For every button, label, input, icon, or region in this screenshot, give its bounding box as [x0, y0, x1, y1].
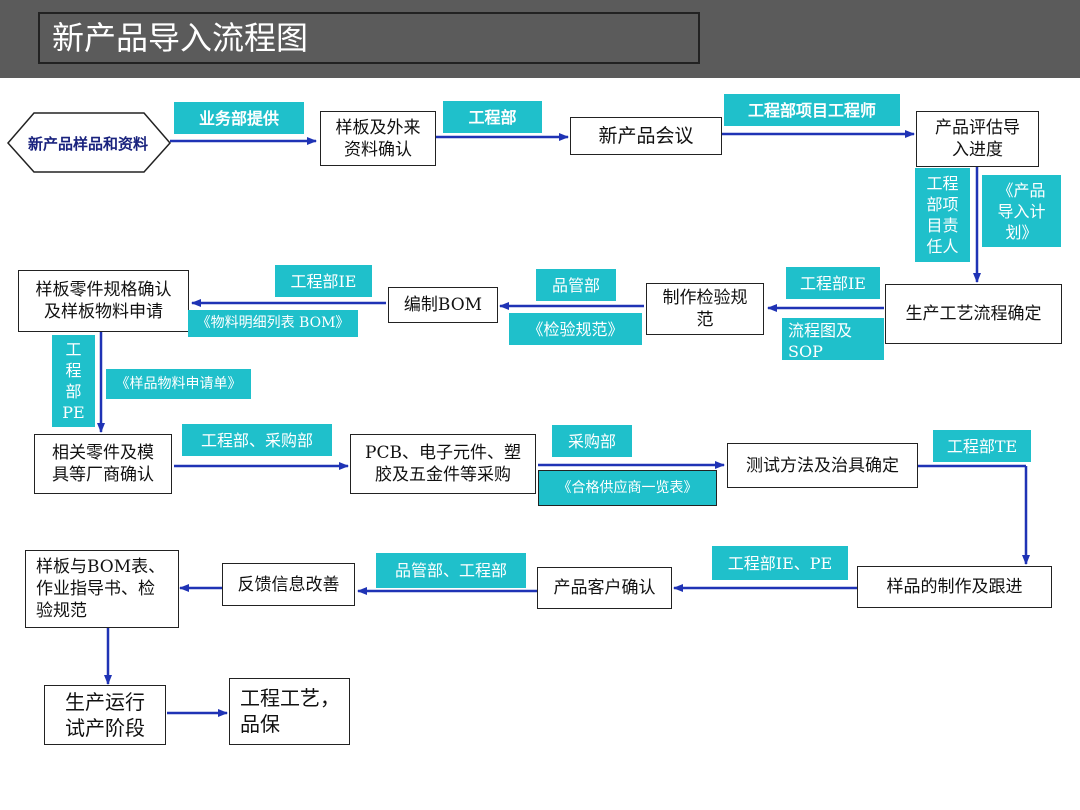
test-method-box: 测试方法及治具确定 — [727, 443, 918, 488]
qa-box: 工程工艺， 品保 — [229, 678, 350, 745]
meeting-box: 新产品会议 — [570, 117, 722, 155]
trial-box: 生产运行 试产阶段 — [44, 685, 166, 745]
tag-eng-purchase: 工程部、采购部 — [182, 424, 332, 456]
parts-spec-box: 样板零件规格确认 及样板物料申请 — [18, 270, 189, 332]
customer-confirm-box: 产品客户确认 — [537, 567, 672, 609]
sample-make-box: 样品的制作及跟进 — [857, 566, 1052, 608]
tag-engineering: 工程部 — [443, 101, 542, 133]
tag-eng-owner: 工程 部项 目责 任人 — [915, 168, 970, 262]
tag-eng-ie-pe: 工程部IE、PE — [712, 546, 848, 580]
parts-vendor-box: 相关零件及模 具等厂商确认 — [34, 434, 172, 494]
tag-qc-eng: 品管部、工程部 — [376, 553, 526, 588]
docs-box: 样板与BOM表、 作业指导书、检 验规范 — [25, 550, 179, 628]
tag-purchase-dept: 采购部 — [552, 425, 632, 457]
tag-eng-ie-1: 工程部IE — [786, 267, 880, 299]
tag-flow-sop: 流程图及 SOP — [782, 318, 884, 361]
tag-qc-1: 品管部 — [536, 269, 616, 301]
header-bar: 新产品导入流程图 — [0, 0, 1080, 78]
tag-eng-project-engineer: 工程部项目工程师 — [724, 94, 900, 126]
start-hexagon — [7, 112, 171, 173]
tag-vendor-doc: 《合格供应商一览表》 — [538, 470, 717, 506]
tag-bom-doc: 《物料明细列表 BOM》 — [188, 310, 358, 337]
tag-business: 业务部提供 — [174, 102, 304, 134]
page-title: 新产品导入流程图 — [38, 12, 700, 64]
start-node-label: 新产品样品和资料 — [27, 134, 148, 153]
purchase-box: PCB、电子元件、塑 胶及五金件等采购 — [350, 434, 536, 494]
tag-eng-ie-2: 工程部IE — [275, 265, 372, 297]
feedback-box: 反馈信息改善 — [222, 563, 355, 606]
tag-intro-plan: 《产品 导入计 划》 — [982, 175, 1061, 247]
tag-eng-te: 工程部TE — [933, 430, 1031, 462]
tag-inspection-doc: 《检验规范》 — [509, 313, 642, 345]
tag-eng-pe: 工 程 部 PE — [52, 335, 95, 427]
sample-confirm-box: 样板及外来 资料确认 — [320, 111, 436, 166]
bom-box: 编制BOM — [388, 287, 498, 323]
inspection-spec-box: 制作检验规 范 — [646, 283, 764, 335]
tag-request-doc: 《样品物料申请单》 — [106, 369, 251, 399]
process-confirm-box: 生产工艺流程确定 — [885, 284, 1062, 344]
evaluate-box: 产品评估导 入进度 — [916, 111, 1039, 167]
